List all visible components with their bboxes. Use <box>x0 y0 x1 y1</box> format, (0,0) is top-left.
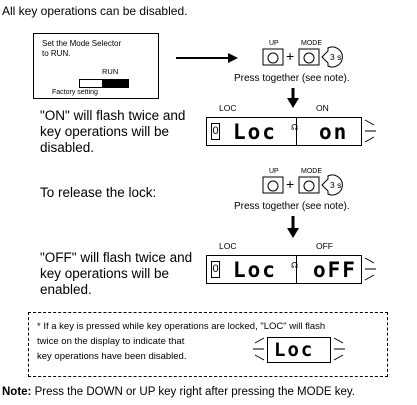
unlock-left-display: Loc <box>233 258 277 282</box>
unlock-desc-line2: key operations will be <box>40 266 170 281</box>
factory-setting-label: Factory setting <box>52 89 98 96</box>
timer-label: 3 s <box>330 180 342 190</box>
unlock-desc-line3: enabled. <box>40 282 92 297</box>
unlock-right-caption: OFF <box>316 241 333 251</box>
unlock-desc-line1: "OFF" will flash twice and <box>40 250 193 265</box>
up-key-label: UP <box>269 168 279 175</box>
flash-mark-icon: ☊ <box>291 261 299 270</box>
flash-rays-icon <box>364 119 376 143</box>
mode-selector-switch <box>79 79 129 88</box>
footnote-display-text: Loc <box>274 339 315 361</box>
up-key-icon <box>262 48 284 66</box>
mode-key-icon <box>298 48 320 66</box>
switch-knob <box>102 80 128 87</box>
flash-rays-right-icon <box>333 337 345 361</box>
unlock-display-panel: 0 Loc ☊ oFF <box>206 255 362 284</box>
unlock-indicator: 0 <box>211 261 220 278</box>
unlock-right-display: oFF <box>313 258 357 282</box>
flash-mark-icon: ☊ <box>291 123 299 132</box>
instruction-line1: Set the Mode Selector <box>42 39 122 48</box>
lock-right-display: on <box>319 120 349 144</box>
unlock-left-caption: LOC <box>219 241 237 251</box>
display-divider <box>296 118 297 145</box>
key-group-lock: UP + MODE 3 s Press together (see note). <box>234 40 386 84</box>
footnote-line1: * If a key is pressed while key operatio… <box>37 321 326 332</box>
footnote-box: * If a key is pressed while key operatio… <box>28 312 388 377</box>
footnote-display: Loc <box>267 337 331 363</box>
plus-sign: + <box>286 176 295 192</box>
lock-desc-line2: key operations will be <box>40 124 170 139</box>
mode-key-label: MODE <box>301 40 322 47</box>
note-text: Press the DOWN or UP key right after pre… <box>34 386 355 398</box>
mode-key-icon <box>298 176 320 194</box>
key-group-release: UP + MODE 3 s Press together (see note). <box>234 168 386 212</box>
mode-selector-instruction: Set the Mode Selector to RUN. <box>42 39 121 59</box>
footnote-text: * If a key is pressed while key operatio… <box>37 319 325 364</box>
lock-desc-line3: disabled. <box>40 140 95 155</box>
right-arrow-icon <box>176 53 238 63</box>
lock-display-panel: 0 Loc ☊ on <box>206 117 362 146</box>
up-key-label: UP <box>269 40 279 47</box>
down-arrow-icon <box>287 216 299 238</box>
timer-badge <box>321 46 343 68</box>
instruction-line2: to RUN. <box>42 49 71 58</box>
lock-description: "ON" will flash twice and key operations… <box>40 108 185 156</box>
note-label: Note: <box>2 386 32 398</box>
lock-indicator: 0 <box>211 123 220 140</box>
footnote-line2: twice on the display to indicate that <box>37 336 185 347</box>
display-divider <box>296 256 297 283</box>
lock-left-caption: LOC <box>219 103 237 113</box>
mode-selector-instruction-box: Set the Mode Selector to RUN. RUN Factor… <box>33 33 159 99</box>
flash-rays-left-icon <box>253 337 265 361</box>
intro-text: All key operations can be disabled. <box>2 4 188 18</box>
mode-key-label: MODE <box>301 168 322 175</box>
lock-desc-line1: "ON" will flash twice and <box>40 108 186 123</box>
release-heading: To release the lock: <box>40 185 157 200</box>
unlock-description: "OFF" will flash twice and key operation… <box>40 250 192 298</box>
timer-label: 3 s <box>330 52 342 62</box>
down-arrow-icon <box>287 88 299 108</box>
flash-rays-icon <box>364 257 376 281</box>
press-together-label: Press together (see note). <box>234 201 350 212</box>
lock-left-display: Loc <box>233 120 277 144</box>
up-key-icon <box>262 176 284 194</box>
press-together-label: Press together (see note). <box>234 73 350 84</box>
footnote-line3: key operations have been disabled. <box>37 351 187 362</box>
lock-right-caption: ON <box>316 103 329 113</box>
timer-badge <box>321 174 343 196</box>
plus-sign: + <box>286 48 295 64</box>
run-label: RUN <box>102 67 119 76</box>
note-line: Note: Press the DOWN or UP key right aft… <box>2 386 355 398</box>
